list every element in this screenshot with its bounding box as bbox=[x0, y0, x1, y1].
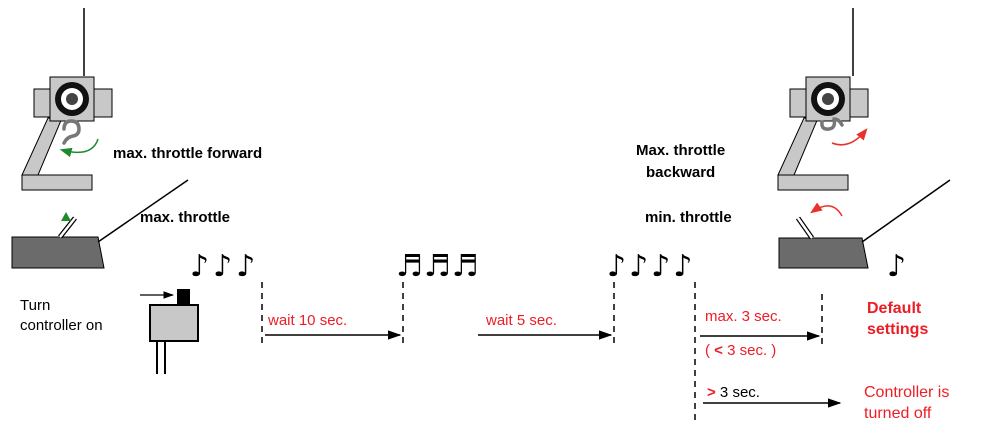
throttle-stick-icon bbox=[778, 179, 951, 269]
lt-3-rest: 3 sec. ) bbox=[722, 342, 777, 359]
rotation-arrow-forward bbox=[59, 138, 99, 158]
label-default-1: Default bbox=[867, 300, 922, 317]
rotation-arrow-backward bbox=[831, 128, 868, 146]
label-max-throttle-backward-2: backward bbox=[646, 164, 716, 181]
label-turn-on-1: Turn bbox=[20, 297, 51, 314]
throttle-arrow-backward bbox=[810, 202, 843, 217]
label-max-throttle-backward-1: Max. throttle bbox=[636, 142, 726, 159]
label-off-1: Controller is bbox=[864, 384, 950, 401]
label-wait-10: wait 10 sec. bbox=[268, 312, 348, 329]
label-min-throttle: min. throttle bbox=[645, 209, 732, 226]
label-wait-5: wait 5 sec. bbox=[486, 312, 557, 329]
tone-group-3-fast: ♬♬♬ bbox=[396, 249, 480, 284]
throttle-stick-icon bbox=[11, 179, 189, 269]
label-gt-3: > 3 sec. bbox=[707, 383, 760, 402]
lt-3-symbol: < bbox=[714, 342, 723, 359]
label-turn-on-2: controller on bbox=[20, 317, 103, 334]
tone-group-3: ♪♪♪ bbox=[190, 249, 259, 284]
label-lt-3: ( < 3 sec. ) bbox=[705, 341, 776, 360]
label-max-throttle-forward: max. throttle forward bbox=[113, 145, 263, 162]
controller-icon bbox=[140, 289, 199, 374]
transmitter-icon bbox=[21, 8, 113, 191]
label-max-3: max. 3 sec. bbox=[705, 308, 782, 325]
label-default-2: settings bbox=[867, 321, 929, 338]
gt-3-rest: 3 sec. bbox=[715, 384, 760, 401]
lt-3-open: ( bbox=[705, 342, 715, 359]
label-max-throttle: max. throttle bbox=[140, 209, 231, 226]
gt-3-symbol: > bbox=[707, 384, 716, 401]
label-off-2: turned off bbox=[864, 405, 932, 422]
tone-group-1: ♪ bbox=[887, 249, 906, 284]
timeline-markers bbox=[261, 282, 823, 420]
tone-group-4: ♪♪♪♪ bbox=[607, 249, 696, 284]
transmitter-icon bbox=[777, 8, 869, 191]
